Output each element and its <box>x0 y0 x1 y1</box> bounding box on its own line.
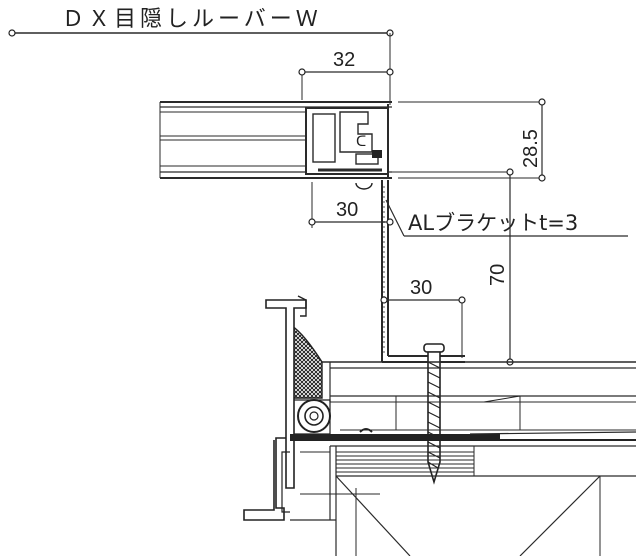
louver-blade: ᑕ <box>159 101 392 179</box>
bracket-label: ALブラケットt=3 <box>408 211 578 235</box>
al-bracket <box>355 180 465 363</box>
title-leader-start-dot <box>8 29 16 37</box>
dim-30-left-text: 30 <box>336 199 358 221</box>
dim-285-text: 28.5 <box>520 129 542 168</box>
title-group: ＤＸ目隠しルーバーＷ <box>8 7 394 37</box>
dim-32-dot-right <box>386 68 394 76</box>
dimension-louver-height: 28.5 <box>398 98 546 182</box>
svg-text:ᑕ: ᑕ <box>356 134 366 150</box>
bracket-label-group: ALブラケットt=3 <box>385 199 628 237</box>
dim-30-bottom-text: 30 <box>410 277 432 299</box>
dim-32-text: 32 <box>333 49 355 71</box>
dimension-top-width: 32 <box>298 33 394 105</box>
screw <box>423 343 445 485</box>
dim-32-dot-left <box>298 68 306 76</box>
dimension-bottom-offset: 30 <box>380 277 466 358</box>
dim-70-text: 70 <box>487 264 509 286</box>
dimension-bracket-height: 70 <box>392 168 514 366</box>
drawing-title: ＤＸ目隠しルーバーＷ <box>62 7 322 32</box>
dimension-left-offset: 30 <box>308 182 394 228</box>
wall-section <box>243 295 636 556</box>
